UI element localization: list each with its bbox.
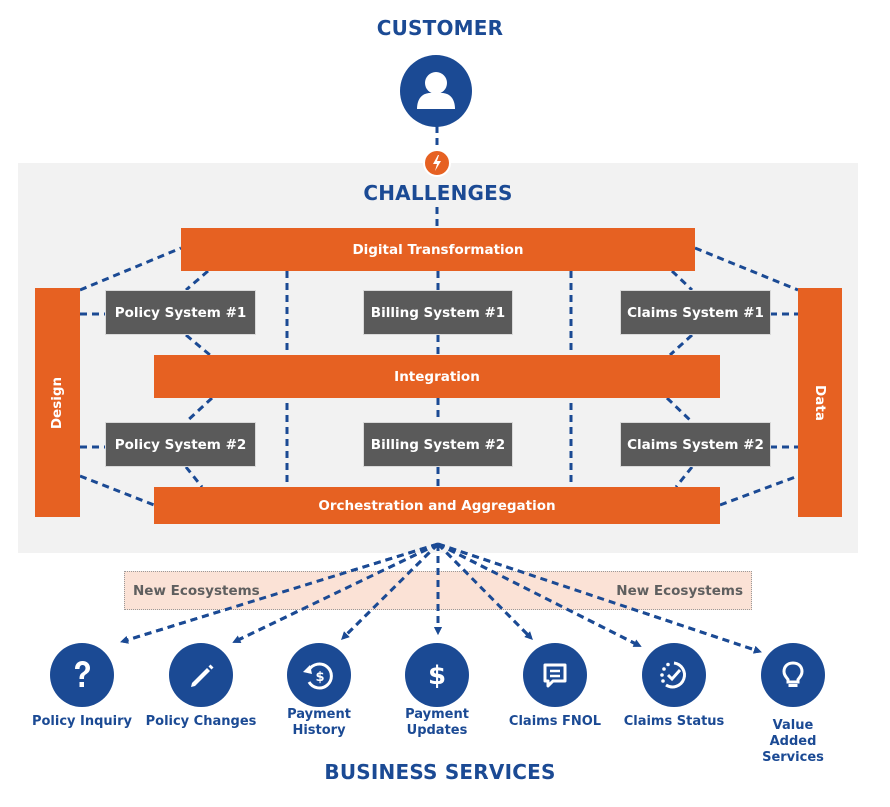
claims-system-1: Claims System #1	[620, 290, 771, 335]
status-check-icon	[660, 661, 686, 689]
data-label: Data	[811, 384, 828, 421]
challenges-title: CHALLENGES	[363, 181, 513, 205]
service-policy-changes[interactable]	[169, 643, 233, 707]
chat-message-icon	[543, 663, 567, 688]
lightning-icon	[433, 155, 441, 171]
svg-text:$: $	[428, 661, 446, 691]
billing-system-2: Billing System #2	[363, 422, 513, 467]
integration-layer: Integration	[154, 355, 720, 398]
label-claims-status: Claims Status	[623, 714, 725, 729]
digital-to-policy1	[185, 269, 209, 292]
service-payment-history[interactable]: $	[287, 643, 351, 707]
claims1-to-integration	[668, 333, 694, 357]
design-to-digital	[79, 246, 182, 292]
ecosystems-label-right: New Ecosystems	[616, 583, 743, 599]
claims-system-2: Claims System #2	[620, 422, 771, 467]
orchestration-layer: Orchestration and Aggregation	[154, 487, 720, 524]
claims2-to-orch	[674, 466, 694, 488]
service-claims-status[interactable]	[642, 643, 706, 707]
payment-history-icon: $	[303, 662, 333, 690]
label-policy-inquiry: Policy Inquiry	[31, 714, 133, 729]
pencil-icon	[191, 664, 214, 687]
service-claims-fnol[interactable]	[523, 643, 587, 707]
policy2-to-orch	[184, 466, 204, 488]
design-label: Design	[49, 376, 66, 429]
new-ecosystems-band: New Ecosystems New Ecosystems	[124, 571, 752, 610]
svg-text:$: $	[315, 670, 324, 685]
service-policy-inquiry[interactable]	[50, 643, 114, 707]
label-payment-updates: Payment Updates	[405, 707, 469, 738]
design-layer: Design	[35, 288, 80, 517]
data-to-digital	[694, 246, 799, 292]
label-value-added-services: Value Added Services	[762, 718, 824, 765]
question-icon	[75, 661, 90, 687]
policy1-to-integration	[185, 333, 211, 357]
data-to-orch	[719, 474, 799, 507]
service-value-added[interactable]	[761, 643, 825, 707]
data-layer: Data	[798, 288, 842, 517]
design-to-orch	[79, 474, 155, 507]
customer-title: CUSTOMER	[376, 16, 504, 40]
user-icon	[417, 72, 455, 109]
dollar-icon: $	[428, 661, 446, 691]
label-payment-history: Payment History	[287, 707, 351, 738]
digital-transformation-layer: Digital Transformation	[181, 228, 695, 271]
service-payment-updates[interactable]: $	[405, 643, 469, 707]
business-services-title: BUSINESS SERVICES	[324, 760, 556, 784]
customer-avatar	[400, 55, 472, 127]
policy-system-2: Policy System #2	[105, 422, 256, 467]
ecosystems-label-left: New Ecosystems	[133, 583, 260, 599]
challenge-badge	[423, 149, 451, 177]
billing-system-1: Billing System #1	[363, 290, 513, 335]
digital-to-claims1	[670, 269, 694, 292]
label-claims-fnol: Claims FNOL	[508, 714, 602, 729]
integration-to-claims2	[665, 396, 694, 424]
policy-system-1: Policy System #1	[105, 290, 256, 335]
integration-to-policy2	[184, 396, 214, 424]
lightbulb-icon	[782, 661, 804, 687]
label-policy-changes: Policy Changes	[145, 714, 257, 729]
